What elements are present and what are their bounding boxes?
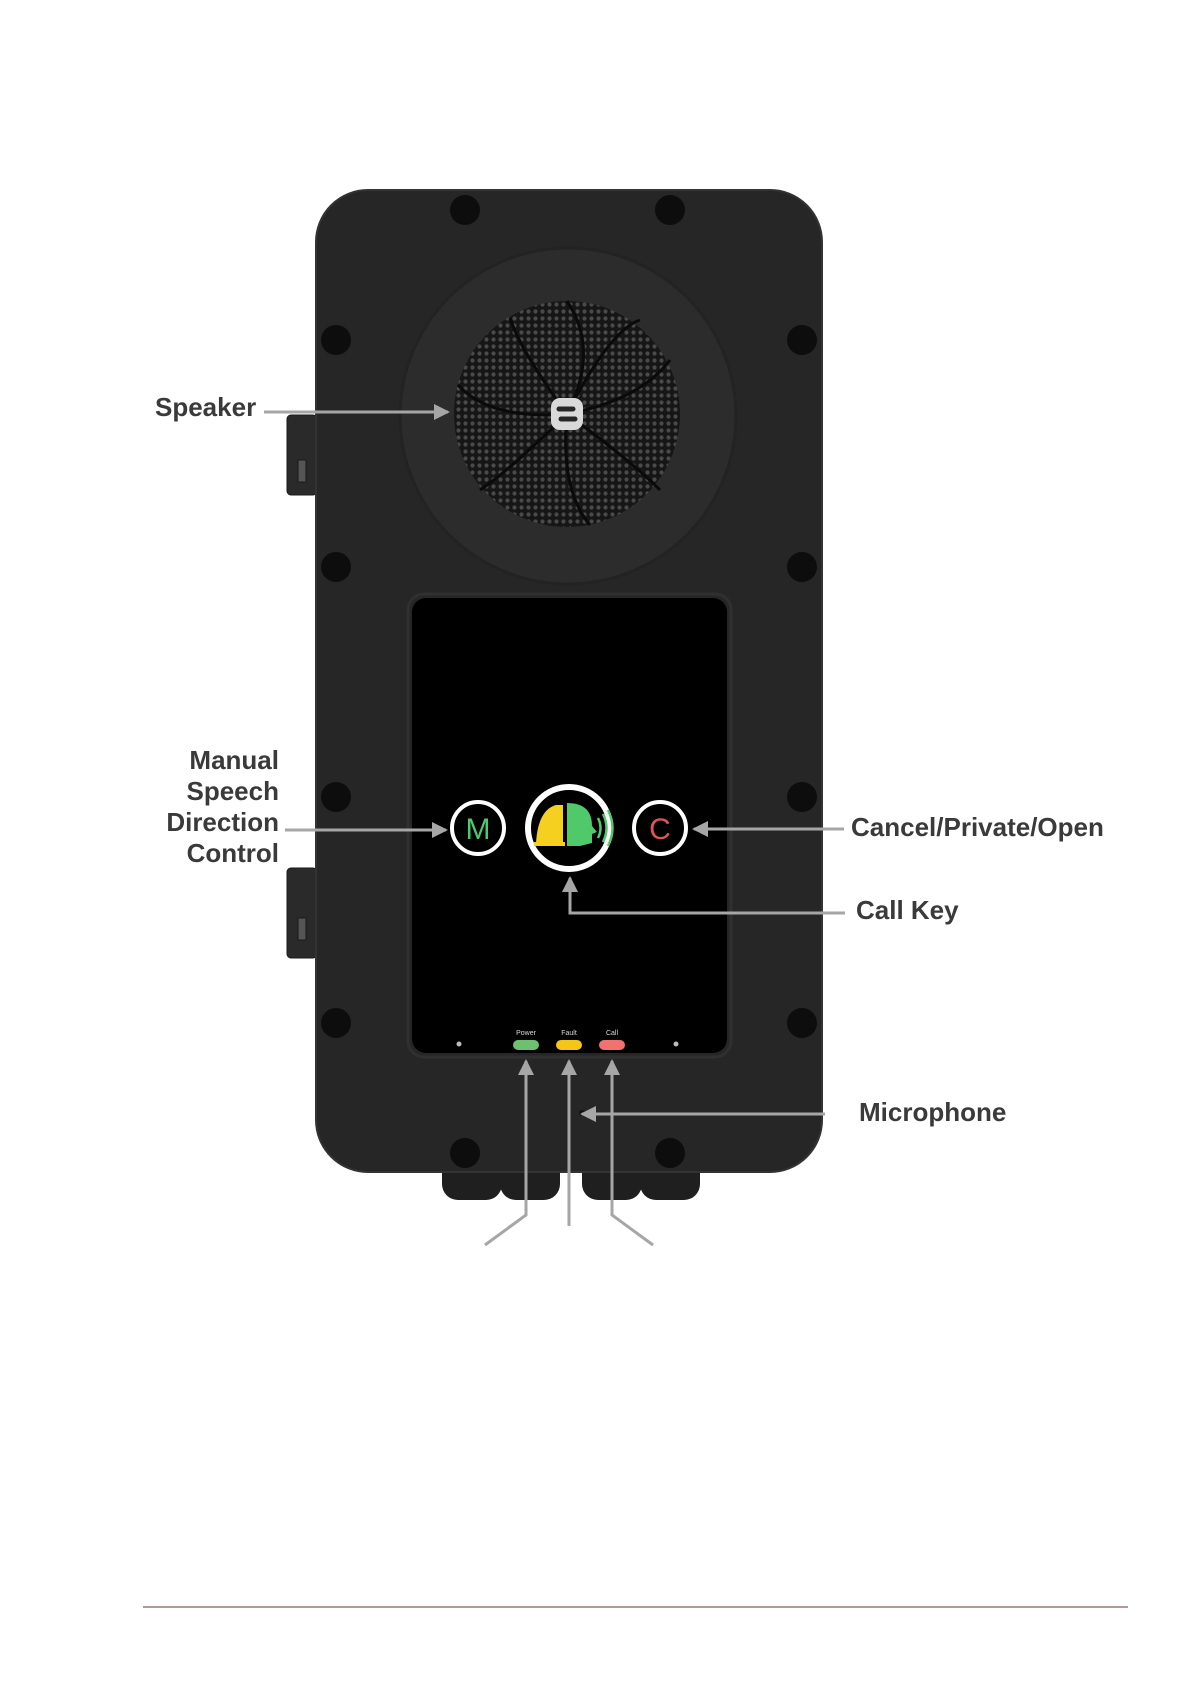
cancel-key-letter: C [649, 813, 671, 846]
speaker-label: Speaker [155, 392, 256, 423]
manual-label-line: Direction [140, 807, 279, 838]
microphone-label: Microphone [859, 1097, 1006, 1128]
cancel-private-open-label: Cancel/Private/Open [851, 812, 1104, 843]
led-fault [556, 1040, 582, 1050]
manual-label-line: Speech [140, 776, 279, 807]
logo-icon [551, 398, 583, 430]
call-key-label: Call Key [856, 895, 959, 926]
status-leds: Power Fault Call [513, 1030, 625, 1050]
led-label: Call [606, 1030, 619, 1037]
manual-label-line: Manual [140, 745, 279, 776]
cancel-key[interactable]: C [634, 802, 686, 854]
manual-speech-direction-label: Manual Speech Direction Control [140, 745, 279, 869]
led-label: Fault [561, 1030, 577, 1037]
led-power [513, 1040, 539, 1050]
call-key[interactable] [528, 787, 613, 869]
side-clips [287, 415, 317, 958]
manual-label-line: Control [140, 838, 279, 869]
manual-key-letter: M [466, 813, 491, 846]
led-call [599, 1040, 625, 1050]
manual-key[interactable]: M [452, 802, 504, 854]
footer-rule [143, 1606, 1128, 1608]
led-label: Power [516, 1030, 537, 1037]
